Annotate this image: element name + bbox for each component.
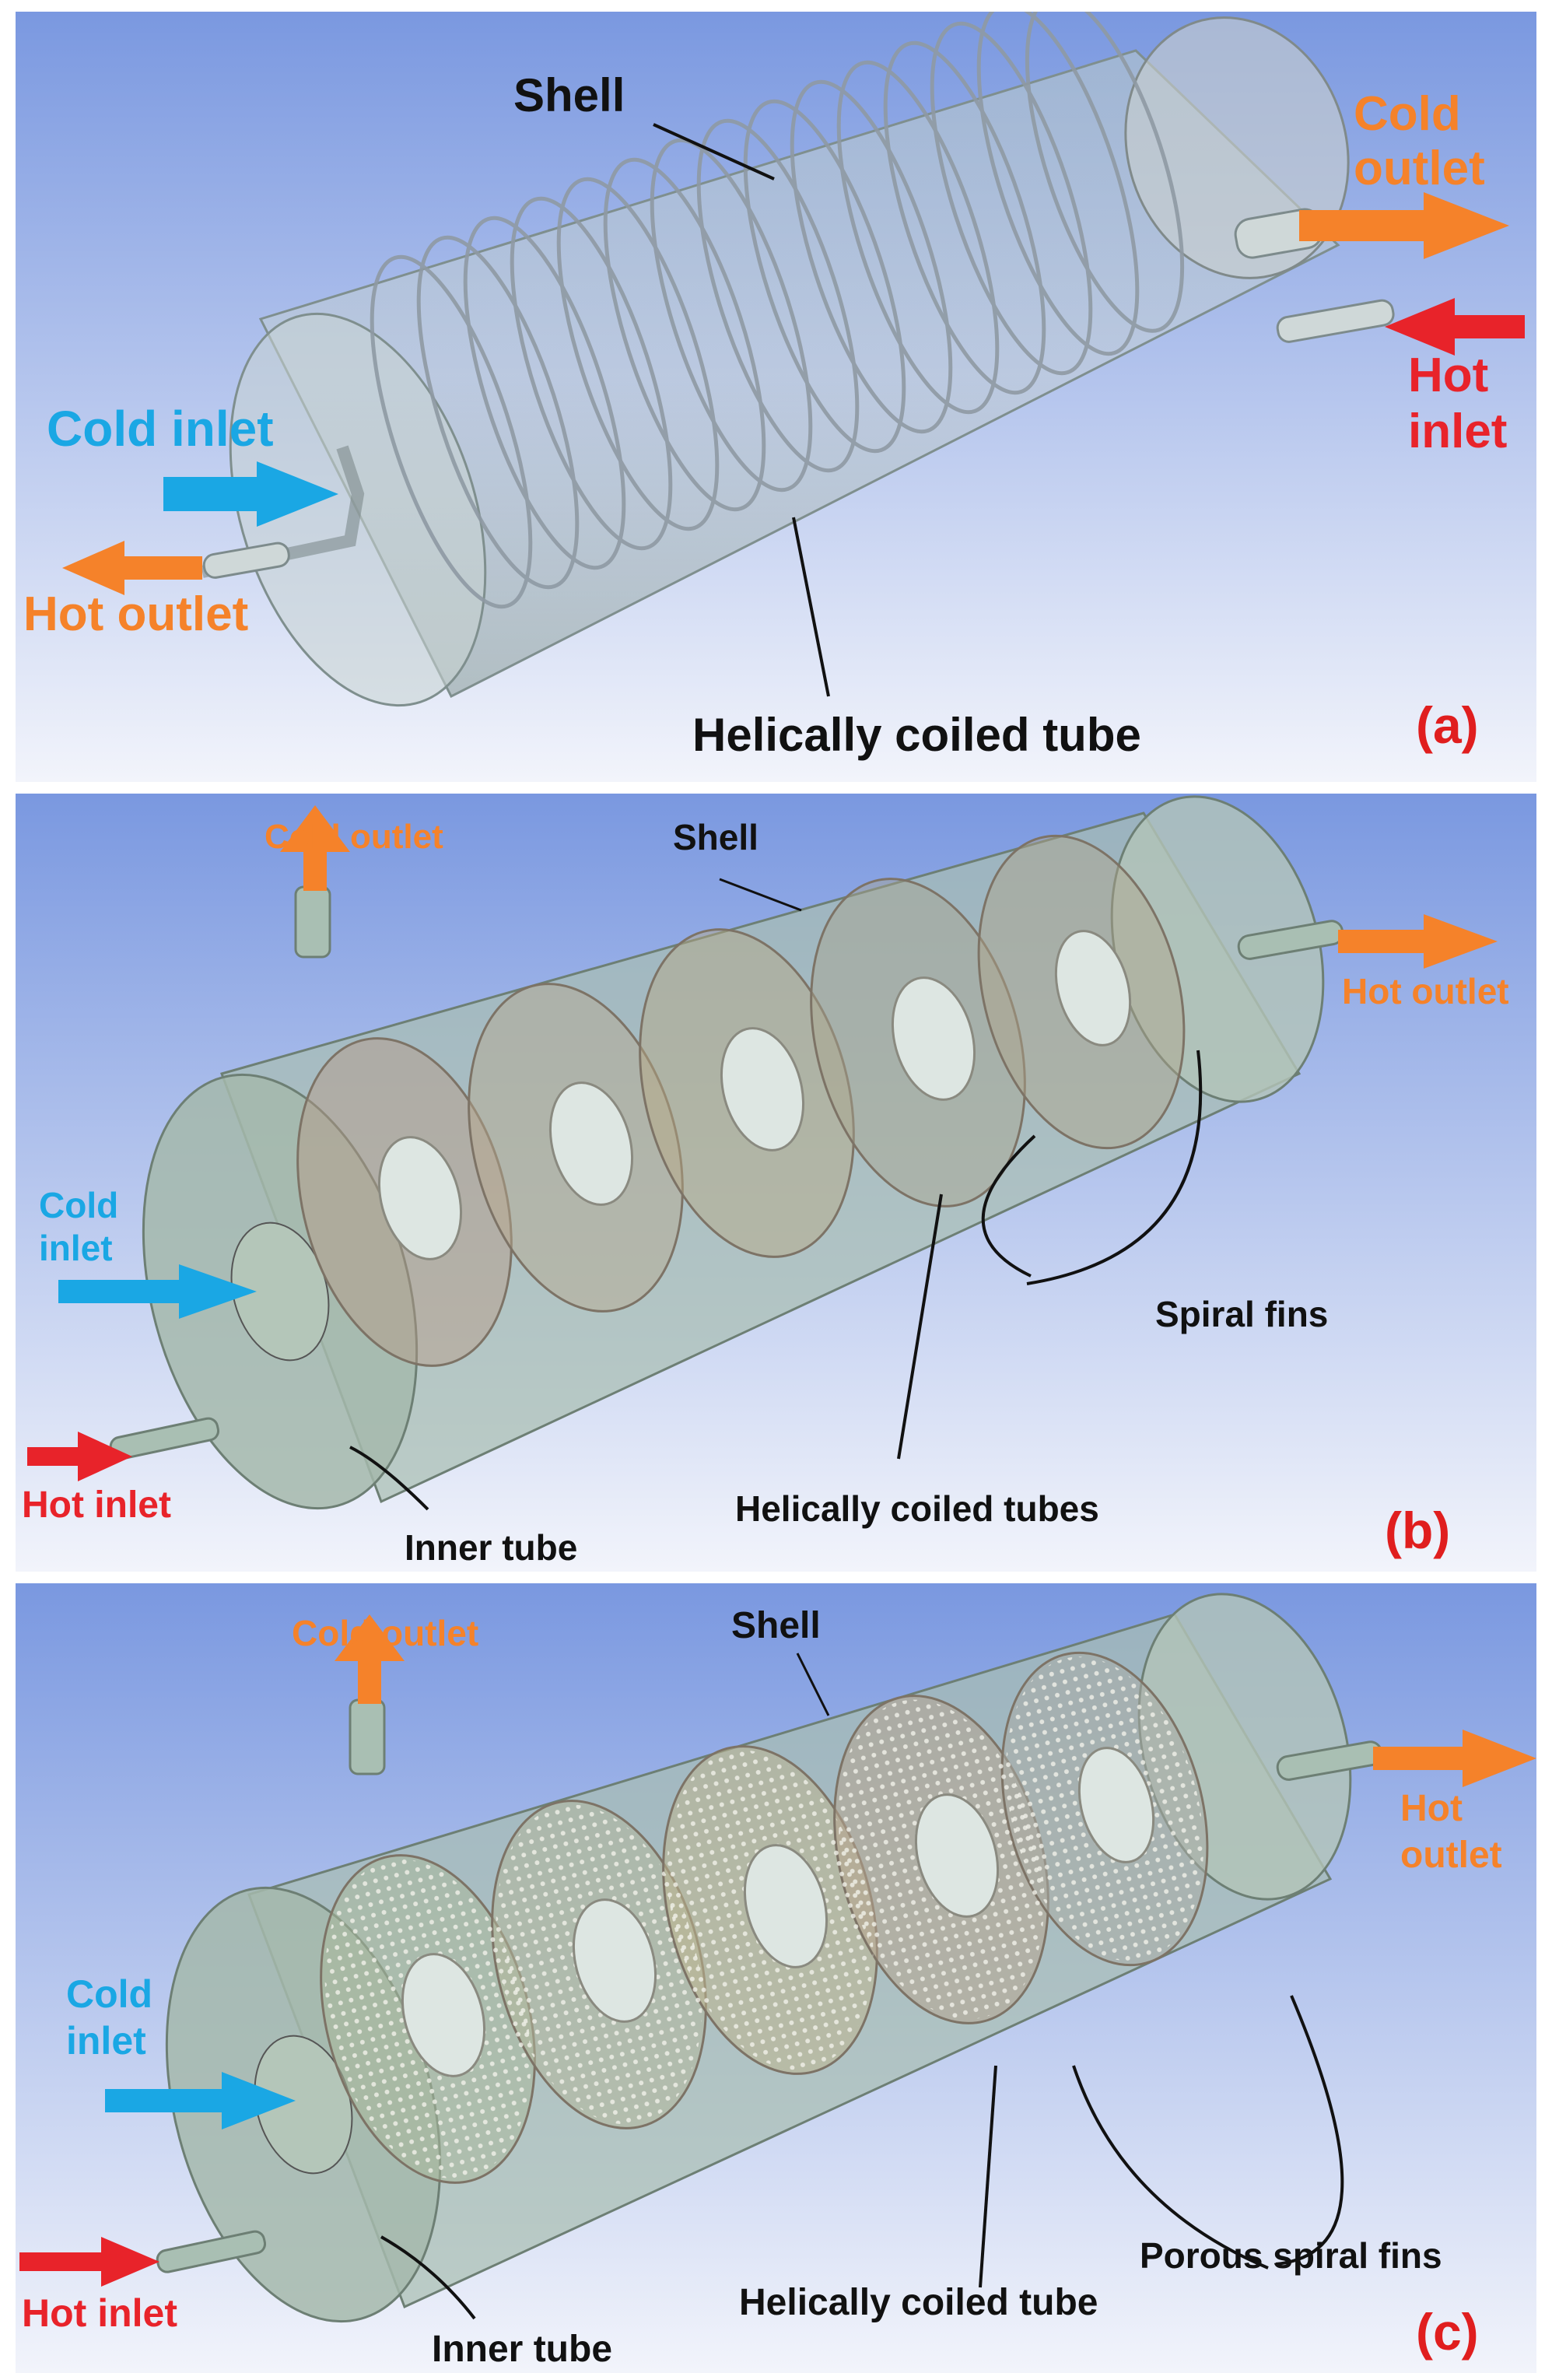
label-cold-inlet-b-2: inlet	[39, 1228, 113, 1268]
cold-outlet-arrow-b	[280, 805, 350, 891]
inner-tube-leader-b	[349, 1446, 429, 1511]
cold-inlet-arrow-b	[58, 1264, 257, 1319]
label-hot-inlet-c: Hot inlet	[22, 2291, 177, 2335]
label-coil-a: Helically coiled tube	[692, 709, 1141, 761]
spiral-fins-leader-b	[981, 1134, 1036, 1278]
label-hot-inlet-a-2: inlet	[1408, 405, 1507, 458]
label-hot-outlet-c-1: Hot	[1400, 1788, 1463, 1829]
fin-holes-c	[401, 1747, 1155, 2077]
label-hot-inlet-a-1: Hot	[1408, 349, 1488, 402]
label-shell-b: Shell	[673, 817, 758, 857]
coil-a	[370, 12, 1185, 609]
panel-b-drawing: Cold outlet Shell Hot outlet Cold inlet …	[16, 794, 1536, 1572]
label-coils-b: Helically coiled tubes	[735, 1488, 1099, 1529]
label-cold-outlet-a-2: outlet	[1354, 142, 1485, 195]
coils-leader-b	[897, 1194, 943, 1460]
spiral-fins-leader-b-2	[1026, 1050, 1203, 1285]
hot-inlet-arrow-b	[27, 1432, 132, 1481]
shell-leader-b	[719, 878, 802, 912]
label-hot-outlet-b: Hot outlet	[1342, 971, 1509, 1011]
label-cold-inlet-b-1: Cold	[39, 1185, 118, 1225]
shell-leader-c	[796, 1653, 830, 1716]
hot-outlet-arrow-a	[62, 541, 202, 595]
cold-outlet-arrow-a	[1299, 192, 1509, 259]
shell-leader-a	[653, 123, 775, 181]
panel-b: Cold outlet Shell Hot outlet Cold inlet …	[16, 794, 1536, 1572]
label-shell-a: Shell	[513, 69, 625, 121]
tube-stubs-b	[109, 885, 1344, 1460]
hot-inlet-arrow-c	[19, 2237, 159, 2287]
label-hot-outlet-c-2: outlet	[1400, 1835, 1502, 1876]
label-spiral-fins-b: Spiral fins	[1155, 1294, 1328, 1334]
panel-a-drawing: Shell Cold outlet Hot inlet Cold inlet H…	[16, 12, 1536, 782]
label-inner-tube-b: Inner tube	[405, 1527, 577, 1568]
cold-outlet-arrow-c	[335, 1614, 405, 1704]
cold-inlet-arrow-c	[105, 2072, 296, 2129]
panel-a: Shell Cold outlet Hot inlet Cold inlet H…	[16, 12, 1536, 782]
inner-tube-leader-c	[380, 2235, 476, 2320]
porous-fins-leader-c-2	[1275, 1995, 1344, 2266]
label-cold-outlet-a-1: Cold	[1354, 87, 1461, 141]
hot-outlet-arrow-b	[1338, 914, 1498, 969]
panel-letter-c: (c)	[1416, 2303, 1479, 2361]
hot-inlet-arrow-a	[1385, 298, 1525, 356]
label-porous-fins-c: Porous spiral fins	[1140, 2235, 1442, 2276]
panel-c: Cold outlet Shell Hot outlet Cold inlet …	[16, 1583, 1536, 2373]
label-cold-inlet-c-1: Cold	[66, 1972, 152, 2016]
label-cold-inlet-c-2: inlet	[66, 2019, 146, 2063]
label-hot-outlet-a: Hot outlet	[23, 587, 248, 641]
panel-c-drawing: Cold outlet Shell Hot outlet Cold inlet …	[16, 1583, 1536, 2373]
fin-holes-b	[377, 930, 1132, 1260]
label-cold-outlet-c: Cold outlet	[292, 1613, 478, 1653]
hot-outlet-arrow-c	[1373, 1730, 1536, 1787]
label-coil-c: Helically coiled tube	[739, 2282, 1098, 2323]
panel-letter-b: (b)	[1385, 1502, 1450, 1559]
label-cold-inlet-a: Cold inlet	[47, 401, 274, 457]
label-inner-tube-c: Inner tube	[432, 2329, 612, 2370]
cold-inlet-arrow-a	[163, 461, 338, 527]
coil-leader-c	[979, 2065, 997, 2288]
porous-fins-leader-c	[1072, 2065, 1269, 2270]
label-hot-inlet-b: Hot inlet	[22, 1484, 171, 1526]
panel-letter-a: (a)	[1416, 696, 1479, 754]
label-shell-c: Shell	[731, 1605, 821, 1646]
tube-stubs-c	[156, 1698, 1383, 2273]
label-cold-outlet-b: Cold outlet	[265, 818, 443, 856]
coil-leader-a	[792, 517, 830, 697]
